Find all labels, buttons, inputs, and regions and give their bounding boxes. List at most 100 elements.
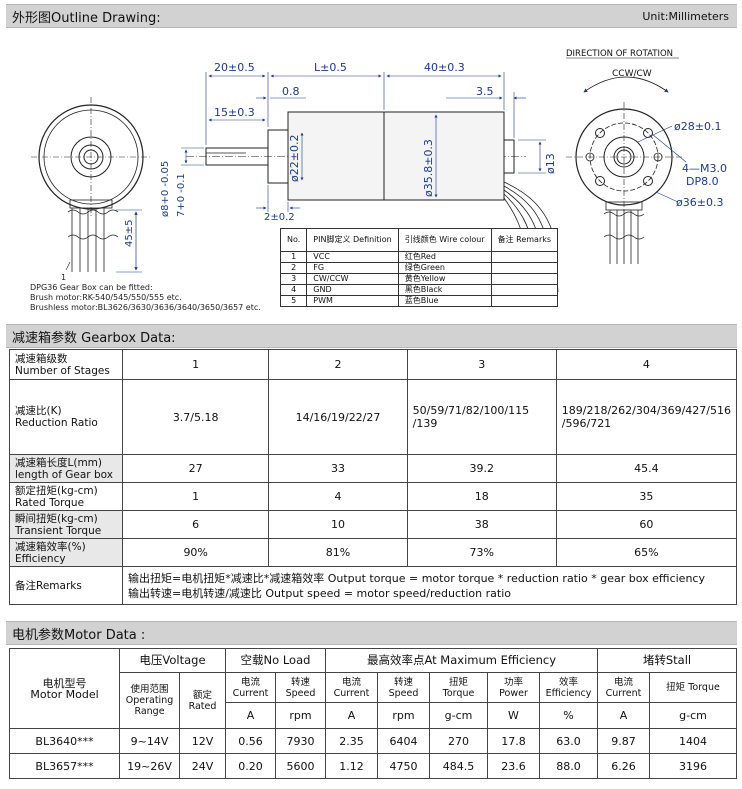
cell: 9~14V: [119, 728, 180, 754]
pin-colour: 红色Red: [397, 251, 492, 263]
pin-def: VCC: [306, 251, 399, 263]
dim-m3: 4—M3.0: [682, 162, 727, 175]
remarks-label: 备注Remarks: [9, 566, 123, 605]
speed-header: 转速 Speed: [275, 672, 326, 703]
table-row: 减速箱长度L(mm)length of Gear box 27 33 39.2 …: [9, 454, 738, 483]
remark-line: 输出扭矩=电机扭矩*减速比*减速箱效率 Output torque = moto…: [127, 571, 705, 585]
cell: 39.2: [406, 454, 557, 483]
pin-row: 1 VCC 红色Red: [279, 251, 559, 263]
pin-def: FG: [306, 262, 399, 274]
model-cell: BL3640***: [9, 728, 120, 754]
pin1-label: 1: [61, 273, 66, 282]
dim-3-5: 3.5: [476, 85, 494, 98]
max-eff-header: 最高效率点At Maximum Efficiency: [325, 648, 598, 673]
no-load-header: 空载No Load: [225, 648, 326, 673]
voltage-header: 电压Voltage: [119, 648, 226, 673]
cell: 27: [121, 454, 270, 483]
torque-header: 扭矩 Torque: [649, 672, 737, 703]
unit-label: Unit:Millimeters: [642, 9, 729, 23]
outline-section-header: 外形图Outline Drawing: Unit:Millimeters: [6, 4, 737, 28]
pin-no: 5: [279, 295, 308, 307]
cell: 18: [406, 482, 557, 511]
unit-cell: W: [487, 702, 540, 729]
cell: 2: [268, 349, 408, 380]
unit-cell: A: [597, 702, 650, 729]
outline-title: 外形图Outline Drawing:: [12, 10, 161, 26]
dim-d8: ø8+0 -0.05: [160, 161, 171, 217]
dim-d35-8: ø35.8±0.3: [422, 139, 435, 197]
pin-remark: [490, 251, 559, 263]
dim-7: 7+0 -0.1: [176, 173, 187, 217]
cell: 6: [121, 510, 270, 539]
cell: 0.20: [225, 753, 276, 779]
dim-20: 20±0.5: [214, 61, 255, 74]
dim-0-8: 0.8: [282, 85, 300, 98]
speed-header: 转速 Speed: [377, 672, 430, 703]
cell: 10: [268, 510, 408, 539]
pin-def: GND: [306, 284, 399, 296]
pin-colour: 蓝色Blue: [397, 295, 492, 307]
cell: 484.5: [429, 753, 488, 779]
pin-row: 2 FG 绿色Green: [279, 262, 559, 274]
cell: 4: [268, 482, 408, 511]
dim-d36: ø36±0.3: [676, 196, 723, 209]
pin-colour: 绿色Green: [397, 262, 492, 274]
model-cell: BL3657***: [9, 753, 120, 779]
cell: 7930: [275, 728, 326, 754]
left-end-view: [31, 97, 151, 272]
table-row: 减速比(K)Reduction Ratio 3.7/5.18 14/16/19/…: [9, 379, 738, 455]
motor-title: 电机参数Motor Data :: [12, 627, 146, 643]
table-row: BL3657*** 19~26V 24V 0.20 5600 1.12 4750…: [9, 753, 737, 779]
remarks-cell: 输出扭矩=电机扭矩*减速比*减速箱效率 Output torque = moto…: [121, 566, 738, 605]
unit-cell: g-cm: [429, 702, 488, 729]
dim-15: 15±0.3: [214, 106, 255, 119]
op-range-header: 使用范围 Operating Range: [119, 672, 180, 729]
cell: 38: [406, 510, 557, 539]
pin-no: 3: [279, 273, 308, 285]
fit-note: DPG36 Gear Box can be fitted: Brush moto…: [30, 283, 261, 313]
pin-table: No. PIN脚定义 Definition 引线颜色 Wire colour 备…: [279, 228, 559, 307]
pin-no: 1: [279, 251, 308, 263]
cell: 5600: [275, 753, 326, 779]
cell: 23.6: [487, 753, 540, 779]
pin-header-def: PIN脚定义 Definition: [306, 228, 399, 252]
cell: 24V: [179, 753, 226, 779]
cell: 17.8: [487, 728, 540, 754]
pin-header-colour: 引线颜色 Wire colour: [397, 228, 492, 252]
dim-dp8: DP8.0: [686, 175, 719, 188]
cell: 270: [429, 728, 488, 754]
cell: 81%: [268, 538, 408, 567]
unit-cell: %: [539, 702, 598, 729]
dim-d22: ø22±0.2: [288, 135, 301, 182]
efficiency-header: 效率 Efficiency: [539, 672, 598, 703]
pin-remark: [490, 262, 559, 274]
current-header: 电流 Current: [225, 672, 276, 703]
pin-no: 2: [279, 262, 308, 274]
cell: 1: [121, 482, 270, 511]
gearbox-title: 减速箱参数 Gearbox Data:: [12, 330, 176, 346]
cell: 1404: [649, 728, 737, 754]
cell: 12V: [179, 728, 226, 754]
ccw-label: CCW/CW: [612, 69, 652, 79]
cell: 19~26V: [119, 753, 180, 779]
cell: 14/16/19/22/27: [268, 379, 408, 455]
dim-d28: ø28±0.1: [674, 120, 721, 133]
fit-note-line: Brushless motor:BL3626/3630/3636/3640/36…: [30, 303, 261, 312]
cell: 4750: [377, 753, 430, 779]
cell: 88.0: [539, 753, 598, 779]
pin-colour: 黑色Black: [397, 284, 492, 296]
cell: 33: [268, 454, 408, 483]
row-label: 瞬间扭矩(kg-cm)Transient Torque: [9, 510, 123, 539]
pin-no: 4: [279, 284, 308, 296]
dim-45: 45±5: [124, 220, 135, 247]
dim-L: L±0.5: [314, 61, 347, 74]
cell: 9.87: [597, 728, 650, 754]
dim-2: 2±0.2: [264, 212, 295, 223]
motor-section-header: 电机参数Motor Data :: [6, 621, 737, 645]
pin-def: CW/CCW: [306, 273, 399, 285]
table-row: BL3640*** 9~14V 12V 0.56 7930 2.35 6404 …: [9, 728, 737, 754]
cell: 4: [555, 349, 738, 380]
